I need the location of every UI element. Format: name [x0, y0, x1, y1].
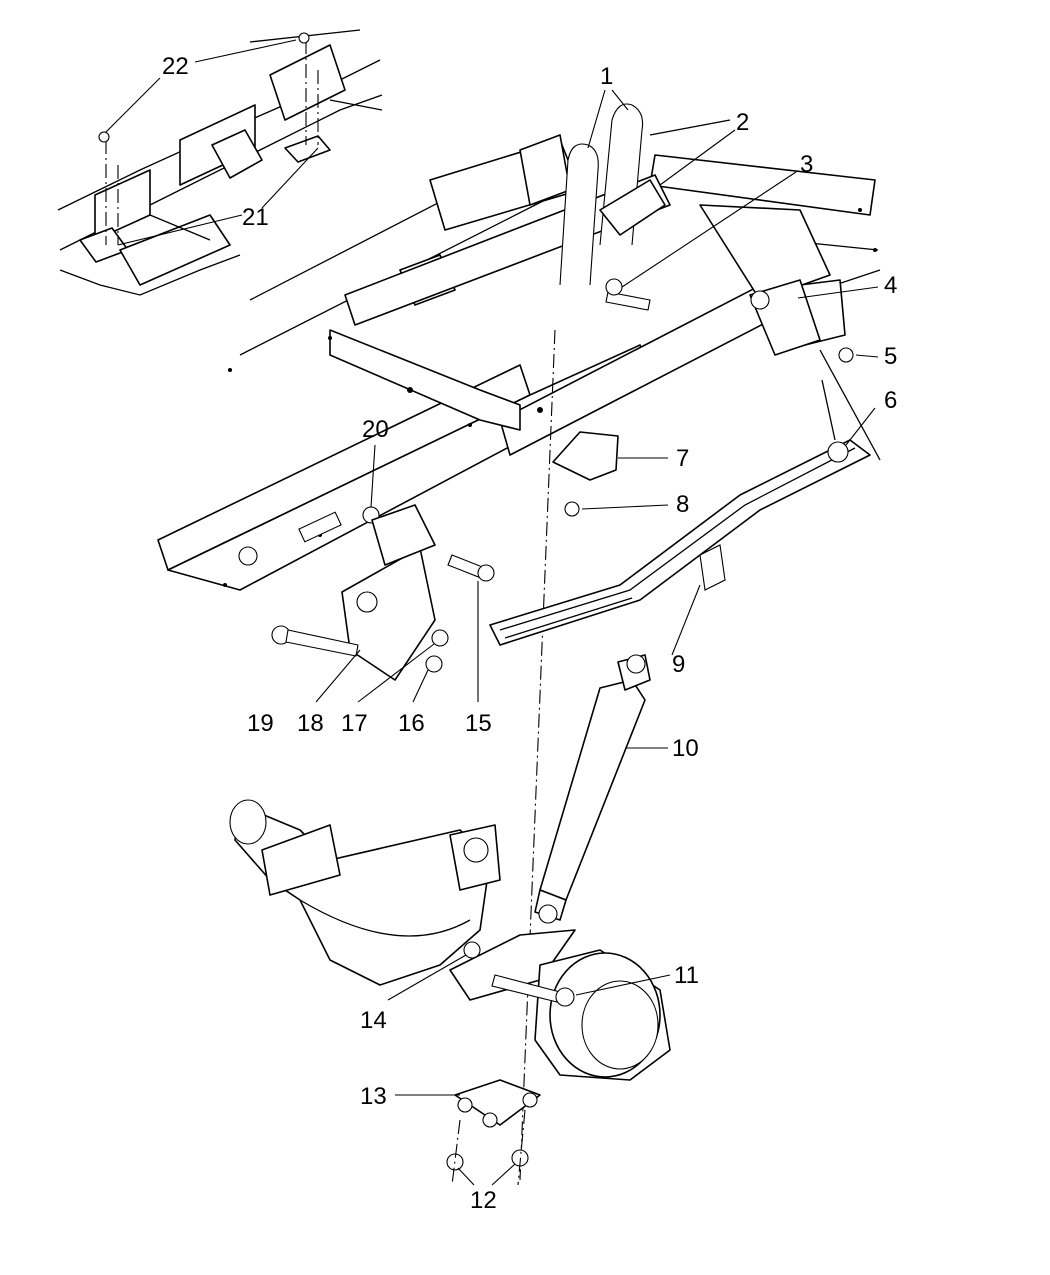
callout-16: 16 [398, 710, 425, 737]
callout-10: 10 [672, 735, 699, 762]
part-8-bolt [564, 501, 580, 517]
callout-6: 6 [884, 387, 897, 414]
inset-frame-detail [57, 29, 383, 296]
part-14-spring-plate [449, 929, 576, 1001]
callout-7: 7 [676, 445, 689, 472]
callout-9: 9 [672, 651, 685, 678]
callout-12: 12 [470, 1187, 497, 1214]
callout-3: 3 [800, 151, 813, 178]
part-16-washer [425, 655, 443, 673]
part-22-nut-right [298, 32, 310, 44]
callout-15: 15 [465, 710, 492, 737]
part-10-shock-absorber [534, 654, 651, 924]
callout-13: 13 [360, 1083, 387, 1110]
leader-lines [105, 39, 879, 1186]
callout-22: 22 [162, 53, 189, 80]
part-18-spring-hanger [341, 504, 436, 681]
part-9-leaf-spring [489, 439, 871, 646]
part-15-bolt [447, 554, 495, 582]
vehicle-frame [157, 119, 881, 591]
callout-21: 21 [242, 204, 269, 231]
callout-18: 18 [297, 710, 324, 737]
callout-8: 8 [676, 491, 689, 518]
callout-11: 11 [674, 962, 699, 989]
part-17-washer [431, 629, 449, 647]
callout-5: 5 [884, 343, 897, 370]
callout-20: 20 [362, 416, 389, 443]
callout-4: 4 [884, 272, 897, 299]
callout-labels: 1 2 3 4 5 6 7 8 9 10 11 12 13 14 15 16 1… [162, 53, 897, 1214]
callout-1: 1 [600, 63, 613, 90]
part-5-nut [838, 347, 854, 363]
part-22-nut-left [98, 131, 110, 143]
callout-2: 2 [736, 109, 749, 136]
callout-17: 17 [341, 710, 368, 737]
part-7-jounce-bumper [552, 431, 619, 481]
part-6-spring-eye-bushing [819, 349, 881, 463]
part-2-hanger [599, 179, 666, 236]
part-19-bolt [271, 625, 359, 657]
callout-19: 19 [247, 710, 274, 737]
part-11-brake-drum [491, 949, 671, 1081]
part-4-shackle-bracket [749, 279, 821, 356]
part-12-nuts [446, 1109, 529, 1186]
callout-14: 14 [360, 1007, 387, 1034]
part-3-bolt [605, 278, 651, 311]
part-13-spring-plate [454, 1079, 541, 1128]
axle-housing [229, 799, 501, 986]
